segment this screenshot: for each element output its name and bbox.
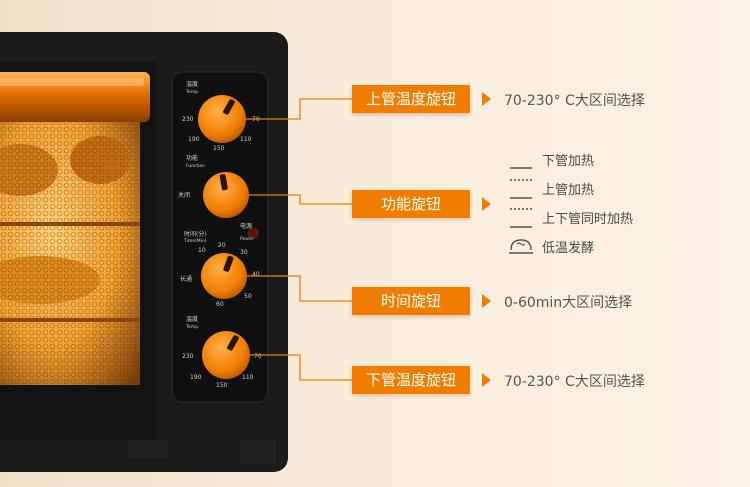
mode-dual-heating: 上下管同时加热 [542,212,634,227]
panel-timer-tick-50: 50 [244,293,252,300]
panel-tick2-230: 230 [182,353,194,360]
lower-temp-desc: 70-230° C大区间选择 [504,374,645,390]
panel-timer-label-en: Time(Min) [183,238,207,244]
panel-timer-tick-30: 30 [240,249,248,256]
upper-temp-callout: 上管温度旋钮 [352,85,470,113]
leader-line-upper-temp [246,98,352,120]
function-arrow-icon [482,197,491,211]
panel-timer-tick-40: 40 [252,271,260,278]
upper-temp-callout-label: 上管温度旋钮 [365,90,456,108]
timer-callout-label: 时间旋钮 [380,292,441,310]
panel-temp-label: 温度 [186,80,198,88]
panel-tick-150: 150 [213,145,225,152]
panel-temp-label-en: Temp. [185,89,199,95]
panel-tick-190: 190 [188,136,200,143]
fermentation-icon [509,239,533,254]
upper-heating-icon [510,179,532,199]
oven-foot [240,440,276,464]
function-callout: 功能旋钮 [352,190,470,218]
panel-tick2-110: 110 [242,374,254,381]
lower-temp-callout: 下管温度旋钮 [352,366,470,394]
leader-line-function [249,194,352,205]
lower-temp-arrow-icon [482,373,491,387]
panel-tick2-190: 190 [190,374,202,381]
leader-line-lower-temp [250,354,352,381]
panel-keep-label: 长通 [180,275,192,283]
panel-tick-230: 230 [182,116,194,123]
lower-temp-callout-label: 下管温度旋钮 [365,371,456,389]
panel-function-label-en: Function [186,163,205,169]
oven-mesh [0,105,140,385]
panel-power-label: 电源 [240,222,252,230]
mode-upper-heating: 上管加热 [542,183,595,198]
lower-heating-icon [510,167,532,169]
timer-knob [201,253,247,299]
timer-desc: 0-60min大区间选择 [504,295,633,311]
power-indicator [247,227,259,239]
panel-function-label: 功能 [186,154,198,162]
mode-lower-heating: 下管加热 [542,154,595,169]
timer-callout: 时间旋钮 [352,287,470,315]
timer-arrow-icon [482,294,491,308]
upper-temp-arrow-icon [482,92,491,106]
oven-foot [128,440,168,458]
panel-off-label: 关闭 [178,191,190,199]
panel-timer-tick-10: 10 [198,247,206,254]
mode-fermentation: 低温发酵 [542,241,595,256]
panel-temp2-label-en: Temp. [185,324,199,330]
upper-temp-desc: 70-230° C大区间选择 [504,93,645,109]
lower-temp-knob [202,331,250,379]
panel-timer-tick-20: 20 [218,242,226,249]
panel-temp2-label: 温度 [186,315,198,323]
panel-power-label-en: Power [240,236,254,242]
control-panel [171,71,269,403]
panel-timer-tick-60: 60 [216,301,224,308]
upper-temp-knob [198,95,246,143]
leader-line-timer [247,275,352,302]
function-knob [203,172,249,218]
function-callout-label: 功能旋钮 [380,195,441,213]
panel-tick2-150: 150 [216,382,228,389]
panel-tick-110: 110 [240,136,252,143]
panel-tick2-70: 70 [254,353,262,360]
dual-heating-icon [510,208,532,228]
panel-timer-label: 时间(分) [184,230,207,238]
